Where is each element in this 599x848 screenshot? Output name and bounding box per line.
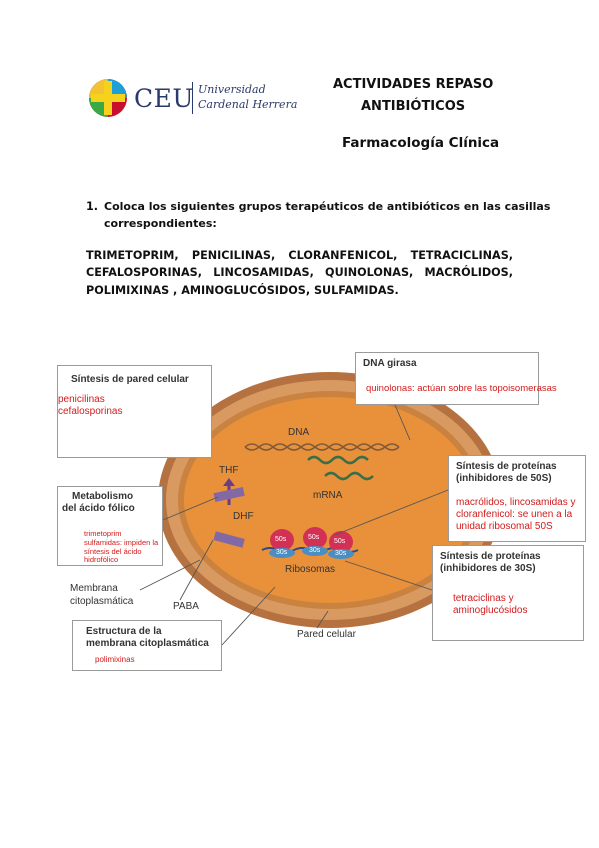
antibiotic-list-line3: POLIMIXINAS , AMINOGLUCÓSIDOS, SULFAMIDA…	[86, 284, 399, 297]
ribosome-1-30s: 30s	[276, 549, 288, 556]
dna-strand-2	[244, 443, 400, 451]
box-prot50-title1: Síntesis de proteínas	[456, 461, 557, 472]
box-proteinas-30s: Síntesis de proteínas (inhibidores de 30…	[432, 545, 584, 641]
label-membrana-line1: Membrana	[70, 583, 118, 594]
mrna-strand-2	[324, 471, 374, 481]
antibiotic-list-line1: TRIMETOPRIM, PENICILINAS, CLORANFENICOL,…	[86, 249, 513, 262]
enzyme-bottom	[213, 531, 245, 548]
label-ribosomas: Ribosomas	[285, 564, 336, 575]
box-folico-title1: Metabolismo	[72, 491, 134, 502]
question-text-line2: correspondientes:	[104, 217, 217, 230]
thf-arrow-head	[223, 478, 235, 486]
answer-sulfamidas[interactable]: sulfamidas: impiden la	[84, 538, 159, 547]
pointer-dna	[394, 404, 411, 441]
logo-line1: Universidad	[198, 83, 266, 96]
box-dna-girasa: DNA girasa quinolonas: actúan sobre las …	[355, 352, 557, 405]
answer-macrolidos[interactable]: macrólidos, lincosamidas y	[456, 497, 576, 508]
mrna-strand	[307, 455, 369, 465]
box-membrana-title1: Estructura de la	[86, 626, 162, 637]
logo-line2: Cardenal Herrera	[198, 98, 298, 111]
question-text-line1: Coloca los siguientes grupos terapéutico…	[104, 200, 551, 213]
pointer-membrana-label	[139, 559, 201, 591]
ribosome-2	[302, 527, 328, 556]
box-folico-title2: del ácido fólico	[62, 503, 135, 514]
page-subtitle: Farmacología Clínica	[342, 135, 500, 151]
label-dhf: DHF	[233, 511, 254, 522]
answer-penicilinas[interactable]: penicilinas	[58, 394, 105, 405]
ceu-emblem-icon	[89, 79, 127, 117]
box-dna-title: DNA girasa	[363, 358, 417, 369]
label-thf: THF	[219, 465, 239, 476]
logo-divider	[192, 82, 193, 114]
ribosome-3-30s: 30s	[335, 550, 347, 557]
dna-strand-1	[244, 443, 400, 451]
answer-quinolonas[interactable]: quinolonas: actúan sobre las topoisomera…	[366, 383, 557, 394]
ribosome-3	[328, 531, 354, 559]
pointer-folico	[162, 496, 219, 521]
answer-trimetoprim[interactable]: trimetoprim	[84, 529, 122, 538]
answer-polimixinas[interactable]: polimixinas	[95, 655, 135, 664]
box-membrana: Estructura de la membrana citoplasmática…	[72, 620, 222, 671]
answer-aminoglucosidos[interactable]: aminoglucósidos	[453, 605, 528, 616]
pointer-paba	[179, 539, 214, 601]
box-proteinas-50s: Síntesis de proteínas (inhibidores de 50…	[448, 455, 586, 542]
question-number: 1.	[86, 200, 99, 213]
ribosome-2-50s: 50s	[308, 534, 320, 541]
answer-cefalosporinas[interactable]: cefalosporinas	[58, 406, 123, 417]
box-prot50-title2: (inhibidores de 50S)	[456, 473, 552, 484]
antibiotic-list-line2: CEFALOSPORINAS, LINCOSAMIDAS, QUINOLONAS…	[86, 266, 513, 279]
label-pared-celular: Pared celular	[297, 629, 356, 640]
answer-sulfamidas-line2[interactable]: síntesis del ácido	[84, 547, 142, 556]
enzyme-top	[213, 486, 245, 503]
pointer-prot30	[344, 560, 433, 591]
pointer-membrana-box	[221, 586, 276, 646]
label-mrna: mRNA	[313, 490, 343, 501]
answer-unidad-50s[interactable]: unidad ribosomal 50S	[456, 521, 553, 532]
pointer-pared-celular	[316, 610, 329, 629]
page-title-line1: ACTIVIDADES REPASO	[333, 77, 494, 92]
pointer-prot50	[334, 489, 449, 536]
box-pared-title: Síntesis de pared celular	[71, 374, 189, 385]
university-logo: CEU Universidad Cardenal Herrera	[88, 78, 298, 120]
ribosome-3-50s: 50s	[334, 538, 346, 545]
box-prot30-title1: Síntesis de proteínas	[440, 551, 541, 562]
ribosome-1-50s: 50s	[275, 536, 287, 543]
ribosome-2-30s: 30s	[309, 547, 321, 554]
answer-cloranfenicol[interactable]: cloranfenicol: se unen a la	[456, 509, 573, 520]
logo-brand: CEU	[134, 84, 194, 113]
ribosome-1	[269, 529, 295, 558]
box-membrana-title2: membrana citoplasmática	[86, 638, 209, 649]
box-pared-celular: Síntesis de pared celular penicilinas ce…	[57, 365, 212, 458]
box-acido-folico: Metabolismo del ácido fólico trimetoprim…	[57, 486, 163, 566]
label-paba: PABA	[173, 601, 199, 612]
box-prot30-title2: (inhibidores de 30S)	[440, 563, 536, 574]
answer-sulfamidas-line3[interactable]: hidrofólico	[84, 555, 119, 564]
page-title-line2: ANTIBIÓTICOS	[361, 99, 466, 114]
answer-tetraciclinas[interactable]: tetraciclinas y	[453, 593, 514, 604]
label-dna: DNA	[288, 427, 310, 438]
label-membrana-line2: citoplasmática	[70, 596, 134, 607]
